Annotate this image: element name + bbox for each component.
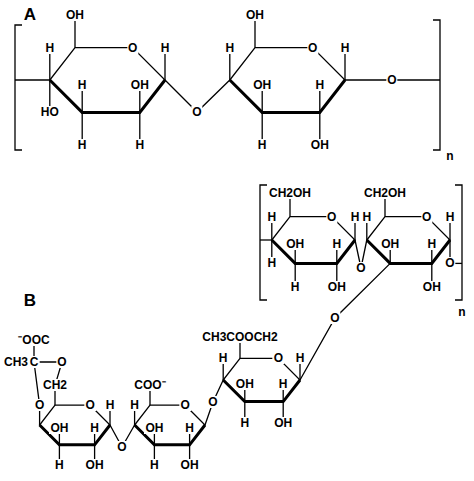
atom-label: OH: [144, 422, 164, 434]
sugar-ring: [135, 385, 205, 464]
atom-label: OH: [85, 459, 105, 471]
sugar-ring: [230, 15, 345, 145]
atom-label: OH: [65, 9, 85, 21]
atom-label: H: [278, 378, 289, 390]
bracket: [260, 185, 267, 300]
atom-label: H: [77, 79, 88, 91]
glycosidic-bond: [205, 380, 223, 425]
atom-label: OH: [130, 79, 150, 91]
atom-label: H: [184, 422, 195, 434]
atom-label: H: [340, 42, 351, 54]
atom-label: CH3COOCH2: [201, 331, 278, 343]
atom-label: H: [266, 211, 277, 223]
atom-label: OH: [273, 417, 293, 429]
atom-label: O: [329, 312, 340, 324]
atom-label: H: [290, 281, 301, 293]
atom-label: OH: [235, 378, 255, 390]
atom-label: H: [44, 42, 55, 54]
atom-label: OH: [180, 459, 200, 471]
atom-label: H: [224, 42, 235, 54]
atom-label: n: [457, 306, 466, 318]
structure-letter: A: [23, 6, 37, 23]
glycosidic-bond: [300, 263, 390, 380]
sugar-ring: [50, 15, 165, 145]
atom-label: O: [421, 211, 432, 223]
atom-label: H: [105, 399, 116, 411]
atom-label: H: [77, 139, 88, 151]
atom-label: O: [307, 42, 318, 54]
atom-label: O: [355, 262, 366, 274]
atom-label: H: [54, 459, 65, 471]
rings: [40, 15, 450, 464]
atom-label: H: [149, 459, 160, 471]
atom-label: O: [207, 396, 218, 408]
atom-label: CH3: [3, 356, 29, 368]
atom-label: OH: [422, 281, 442, 293]
atom-label: H: [129, 399, 140, 411]
atom-label: OH: [310, 139, 330, 151]
bonds: [15, 20, 462, 447]
atom-label: H: [361, 211, 372, 223]
atom-label: H: [314, 79, 325, 91]
atom-label: H: [350, 211, 361, 223]
atom-label: C: [29, 356, 40, 368]
sugar-ring: [40, 385, 110, 464]
bond: [15, 79, 50, 80]
atom-label: H: [426, 238, 437, 250]
atom-label: H: [257, 139, 268, 151]
atom-label: HO: [40, 106, 60, 118]
atom-label: O: [326, 211, 337, 223]
atom-label: H: [239, 417, 250, 429]
atom-label: OH: [327, 281, 347, 293]
atom-label: CH2: [42, 379, 68, 391]
atom-label: H: [295, 352, 306, 364]
atom-label: O: [127, 42, 138, 54]
atom-label: CH2OH: [268, 187, 312, 199]
atom-label: H: [89, 422, 100, 434]
atom-label: COO⁻: [133, 379, 166, 391]
atom-label: H: [160, 42, 171, 54]
atom-label: H: [218, 352, 229, 364]
atom-label: H: [445, 211, 456, 223]
bond: [260, 239, 272, 240]
atom-label: O: [273, 352, 284, 364]
bracket: [15, 25, 22, 150]
atom-label: H: [331, 238, 342, 250]
sugar-ring: [367, 193, 450, 287]
atom-label: ⁻OOC: [17, 334, 50, 346]
atom-label: O: [386, 74, 397, 86]
bracket: [455, 185, 462, 300]
atom-label: H: [266, 257, 277, 269]
atom-label: O: [56, 356, 67, 368]
sugar-ring: [223, 337, 300, 423]
sugar-ring: [272, 193, 355, 287]
atom-label: OH: [245, 9, 265, 21]
atom-label: O: [34, 399, 45, 411]
atom-label: OH: [49, 422, 69, 434]
atom-label: O: [85, 399, 96, 411]
atom-label: OH: [252, 79, 272, 91]
atom-label: O: [444, 257, 455, 269]
atom-label: OH: [380, 238, 400, 250]
atom-label: O: [191, 106, 202, 118]
atom-label: CH2OH: [363, 187, 407, 199]
atom-label: n: [445, 150, 454, 162]
atom-label: O: [180, 399, 191, 411]
structure-letter: B: [23, 292, 37, 309]
bracket: [433, 20, 440, 150]
atom-label: O: [116, 441, 127, 453]
atom-label: OH: [285, 238, 305, 250]
atom-label: H: [134, 139, 145, 151]
